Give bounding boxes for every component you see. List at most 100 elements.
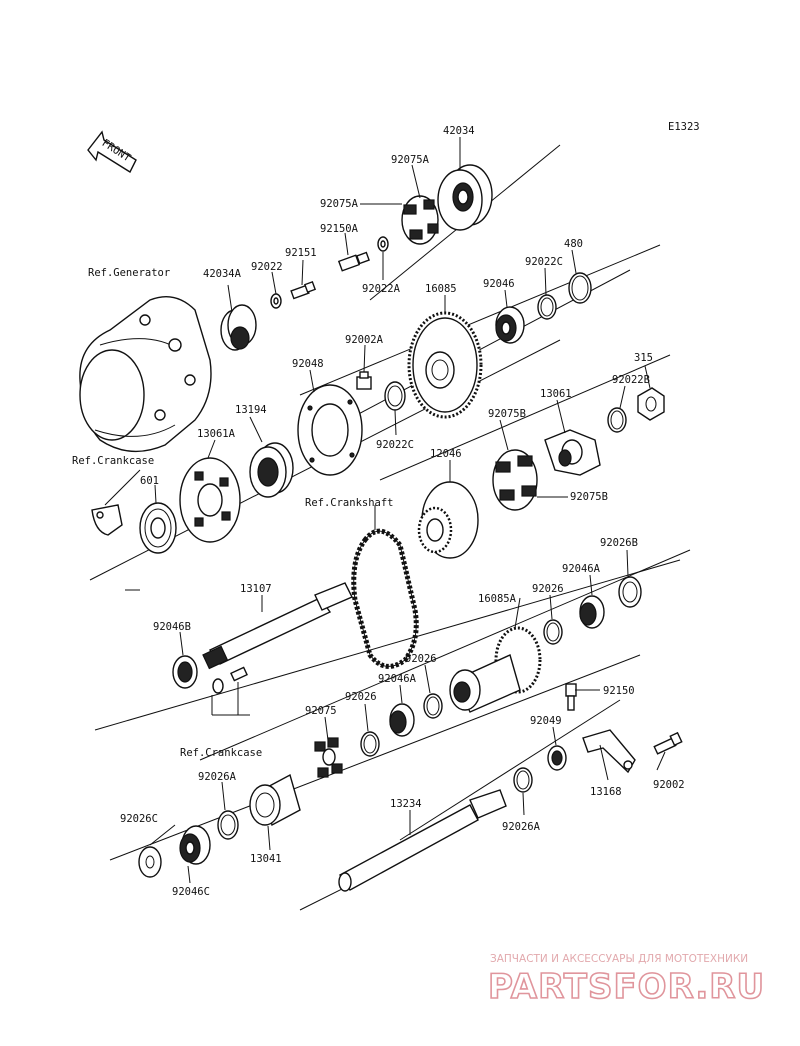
part-13107-shaft bbox=[202, 582, 353, 670]
part-label-92002: 92002 bbox=[653, 779, 685, 791]
part-label-92022: 92022 bbox=[251, 261, 283, 273]
part-92026A-ring-left bbox=[217, 810, 239, 840]
part-label-16085A: 16085A bbox=[478, 593, 517, 605]
part-label-92075A-2: 92075A bbox=[320, 198, 359, 210]
crankcase-pin bbox=[212, 666, 248, 694]
part-92022B-circlip bbox=[607, 407, 627, 433]
front-arrow-icon: FRONT bbox=[87, 130, 137, 174]
part-label-92026-2: 92026 bbox=[405, 653, 437, 665]
part-label-92046C: 92046C bbox=[172, 886, 210, 898]
part-13061-hub bbox=[544, 429, 601, 476]
part-label-13194: 13194 bbox=[235, 404, 267, 416]
part-label-92150: 92150 bbox=[603, 685, 635, 697]
part-label-13234: 13234 bbox=[390, 798, 422, 810]
part-label-12046: 12046 bbox=[430, 448, 462, 460]
part-92002-bolt bbox=[653, 731, 683, 755]
ref-crankcase-bottom-label: Ref.Crankcase bbox=[180, 747, 262, 759]
part-16085-sprocket-gear bbox=[407, 311, 483, 419]
part-label-92022C-2: 92022C bbox=[376, 439, 414, 451]
part-16085A-gear bbox=[449, 626, 542, 713]
part-label-92075B-1: 92075B bbox=[488, 408, 526, 420]
part-label-92026C: 92026C bbox=[120, 813, 158, 825]
part-92046A-bearing-2 bbox=[389, 703, 415, 737]
part-92002A-bolt bbox=[356, 371, 372, 390]
part-label-92075: 92075 bbox=[305, 705, 337, 717]
part-label-16085: 16085 bbox=[425, 283, 457, 295]
part-13194-bearing-hub bbox=[249, 442, 294, 498]
part-label-92150A: 92150A bbox=[320, 223, 359, 235]
part-92022-washer bbox=[270, 293, 282, 309]
part-315-nut bbox=[637, 387, 665, 421]
diagram-code: E1323 bbox=[668, 121, 700, 133]
part-13061A-hub bbox=[179, 457, 241, 543]
part-label-480: 480 bbox=[564, 238, 583, 250]
part-label-92049: 92049 bbox=[530, 715, 562, 727]
part-12046-sprocket bbox=[417, 481, 479, 559]
part-92026A-ring-right bbox=[513, 767, 533, 793]
part-label-92026-1: 92026 bbox=[532, 583, 564, 595]
part-label-92046: 92046 bbox=[483, 278, 515, 290]
part-92075B-damper bbox=[492, 449, 538, 511]
part-label-13107: 13107 bbox=[240, 583, 272, 595]
part-13041-hub bbox=[249, 773, 301, 827]
part-92046A-bearing-1 bbox=[579, 595, 605, 629]
part-601-ball-bearing bbox=[139, 502, 177, 554]
watermark-tagline: ЗАПЧАСТИ И АКСЕССУАРЫ ДЛЯ МОТОТЕХНИКИ bbox=[490, 953, 748, 965]
part-92048-plate bbox=[297, 384, 363, 476]
part-92026-ring-3 bbox=[360, 731, 380, 757]
watermark: ЗАПЧАСТИ И АКСЕССУАРЫ ДЛЯ МОТОТЕХНИКИ PA… bbox=[487, 953, 765, 1008]
part-92026B-ring bbox=[618, 576, 642, 608]
part-label-42034: 42034 bbox=[443, 125, 475, 137]
part-92046B-seal bbox=[172, 655, 198, 689]
part-92150A-bolt bbox=[337, 251, 370, 272]
part-label-92046B: 92046B bbox=[153, 621, 191, 633]
part-92075A-damper bbox=[401, 195, 439, 245]
part-92026C-washer bbox=[138, 846, 162, 878]
part-label-92075B-2: 92075B bbox=[570, 491, 608, 503]
part-label-13061: 13061 bbox=[540, 388, 572, 400]
part-92022C-circlip-mid bbox=[384, 381, 406, 411]
part-label-92075A-1: 92075A bbox=[391, 154, 430, 166]
ref-crankshaft-label: Ref.Crankshaft bbox=[305, 497, 394, 509]
ref-generator-label: Ref.Generator bbox=[88, 267, 170, 279]
part-label-92026A-1: 92026A bbox=[198, 771, 237, 783]
part-label-13041: 13041 bbox=[250, 853, 282, 865]
part-42034-gear bbox=[437, 164, 493, 231]
leader-lines bbox=[104, 137, 666, 884]
part-label-92022C-1: 92022C bbox=[525, 256, 563, 268]
part-label-92026A-2: 92026A bbox=[502, 821, 541, 833]
part-label-13061A: 13061A bbox=[197, 428, 236, 440]
ref-crankcase-top-label: Ref.Crankcase bbox=[72, 455, 154, 467]
part-13168-lever bbox=[582, 729, 636, 774]
part-42034A-gear bbox=[220, 304, 257, 351]
part-92150-bolt bbox=[565, 683, 577, 711]
crankcase-fragment bbox=[91, 504, 123, 536]
part-92026-ring-2 bbox=[423, 693, 443, 719]
part-13234-shaft bbox=[338, 789, 507, 892]
part-92046C-bearing bbox=[179, 825, 211, 865]
part-label-601: 601 bbox=[140, 475, 159, 487]
part-label-92002A: 92002A bbox=[345, 334, 384, 346]
part-480-ring bbox=[568, 272, 592, 304]
watermark-brand: PARTSFOR.RU bbox=[488, 967, 765, 1007]
part-label-92151: 92151 bbox=[285, 247, 317, 259]
part-92022C-circlip-top bbox=[537, 294, 557, 320]
part-92151-bolt bbox=[290, 280, 317, 300]
part-92049-seal bbox=[547, 745, 567, 771]
part-label-92046A-2: 92046A bbox=[378, 673, 417, 685]
part-label-13168: 13168 bbox=[590, 786, 622, 798]
part-label-92022B: 92022B bbox=[612, 374, 650, 386]
generator-housing bbox=[79, 296, 212, 453]
part-label-92026-3: 92026 bbox=[345, 691, 377, 703]
part-label-92048: 92048 bbox=[292, 358, 324, 370]
part-92026-ring-1 bbox=[543, 619, 563, 645]
part-label-92026B: 92026B bbox=[600, 537, 638, 549]
part-92075-damper bbox=[314, 737, 343, 778]
drive-chain bbox=[351, 528, 419, 669]
part-label-92046A-1: 92046A bbox=[562, 563, 601, 575]
part-92022A-washer bbox=[377, 236, 389, 252]
part-label-315: 315 bbox=[634, 352, 653, 364]
part-label-42034A: 42034A bbox=[203, 268, 242, 280]
part-label-92022A: 92022A bbox=[362, 283, 401, 295]
